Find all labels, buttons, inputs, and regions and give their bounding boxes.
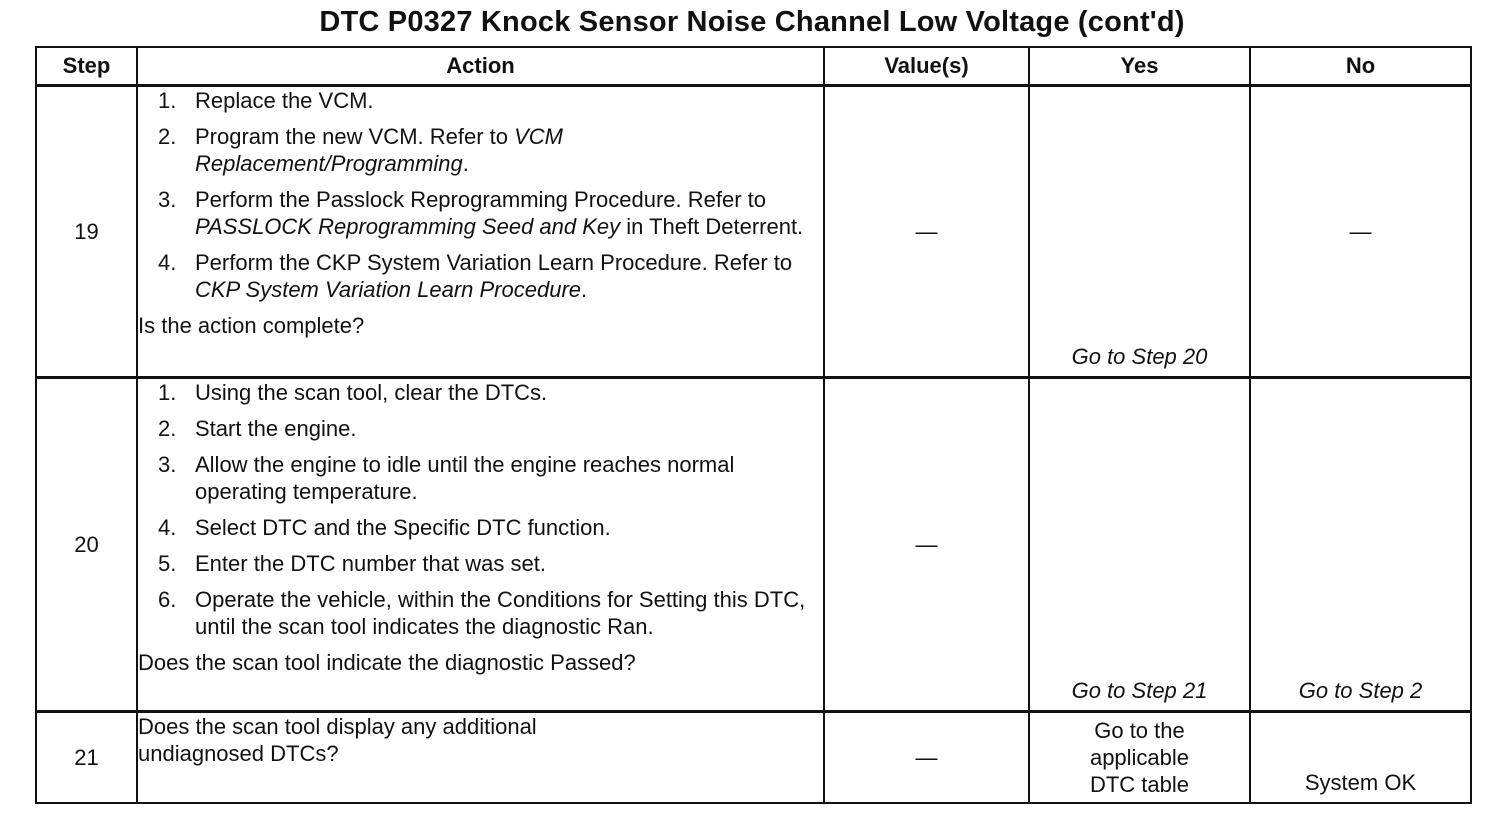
action-question: Is the action complete?: [138, 313, 365, 338]
action-step: 5. Enter the DTC number that was set.: [138, 550, 823, 577]
no-cell: System OK: [1249, 710, 1472, 804]
step-item-text: Select DTC and the Specific DTC function…: [195, 515, 611, 540]
step-item-text: Enter the DTC number that was set.: [195, 551, 546, 576]
step-number: 20: [35, 376, 138, 713]
dtc-table: Step Action Value(s) Yes No 19 1. Replace…: [35, 46, 1472, 804]
step-item-text: Perform the CKP System Variation Learn P…: [195, 250, 793, 275]
step-item-text: Program the new VCM. Refer to: [195, 124, 515, 149]
step-item-number: 2.: [158, 124, 177, 149]
step-item-text: Perform the Passlock Reprogramming Proce…: [195, 187, 767, 212]
step-item-number: 3.: [158, 452, 177, 477]
header-yes: Yes: [1028, 46, 1251, 87]
step-item-number: 3.: [158, 187, 177, 212]
value-cell: —: [823, 84, 1030, 379]
step-item-text: Start the engine.: [195, 416, 357, 441]
no-text: System OK: [1304, 770, 1417, 795]
yes-cell: Go to Step 20: [1028, 84, 1251, 379]
yes-instruction: Go to the applicable DTC table: [1030, 717, 1249, 802]
table-row-step-19: 19 1. Replace the VCM. 2. Program the new …: [35, 84, 1472, 379]
step-item-text: in Theft Deterrent.: [620, 214, 804, 239]
step-item-number: 5.: [158, 551, 177, 576]
step-item-number: 4.: [158, 515, 177, 540]
step-item-text: .: [581, 277, 588, 302]
action-step: 2. Program the new VCM. Refer to VCM Repl…: [138, 123, 823, 177]
action-question: Does the scan tool indicate the diagnost…: [138, 650, 636, 675]
yes-line: applicable: [1089, 745, 1190, 770]
action-step: 2. Start the engine.: [138, 415, 823, 442]
step-item-text: Allow the engine to idle until the engin…: [195, 452, 735, 504]
action-step: 1. Replace the VCM.: [138, 87, 823, 114]
step-number: 19: [35, 84, 138, 379]
no-cell: Go to Step 2: [1249, 376, 1472, 713]
no-cell: —: [1249, 84, 1472, 379]
no-text: —: [1349, 218, 1372, 244]
action-steps: 1. Replace the VCM. 2. Program the new VCM…: [138, 87, 823, 303]
action-cell: Does the scan tool display any additiona…: [136, 710, 825, 804]
value-cell: —: [823, 710, 1030, 804]
action-step: 3. Perform the Passlock Reprogramming Pro…: [138, 186, 823, 240]
step-item-text: Operate the vehicle, within the Conditio…: [195, 587, 806, 639]
header-no: No: [1249, 46, 1472, 87]
step-item-number: 6.: [158, 587, 177, 612]
action-steps: 1. Using the scan tool, clear the DTCs. 2…: [138, 379, 823, 640]
yes-goto-link: Go to Step 21: [1071, 678, 1208, 703]
header-values: Value(s): [823, 46, 1030, 87]
action-step: 3. Allow the engine to idle until the eng…: [138, 451, 823, 505]
value-text: —: [915, 218, 938, 244]
yes-goto-link: Go to Step 20: [1071, 344, 1208, 369]
action-question: Does the scan tool display any additiona…: [138, 714, 537, 766]
reference-link-text: CKP System Variation Learn Procedure: [195, 277, 581, 302]
step-item-number: 1.: [158, 88, 177, 113]
action-cell: 1. Using the scan tool, clear the DTCs. 2…: [136, 376, 825, 713]
step-item-number: 4.: [158, 250, 177, 275]
step-item-text: Using the scan tool, clear the DTCs.: [195, 380, 548, 405]
step-item-number: 2.: [158, 416, 177, 441]
yes-cell: Go to the applicable DTC table: [1028, 710, 1251, 804]
no-goto-link: Go to Step 2: [1298, 678, 1423, 703]
action-step: 4. Select DTC and the Specific DTC functi…: [138, 514, 823, 541]
value-text: —: [915, 531, 938, 557]
yes-cell: Go to Step 21: [1028, 376, 1251, 713]
action-cell: 1. Replace the VCM. 2. Program the new VCM…: [136, 84, 825, 379]
step-number: 21: [35, 710, 138, 804]
value-text: —: [915, 744, 938, 770]
reference-link-text: PASSLOCK Reprogramming Seed and Key: [195, 214, 621, 239]
reference-link-text: VCM Replacement/Programming: [195, 124, 564, 176]
header-action: Action: [136, 46, 825, 87]
page-title: DTC P0327 Knock Sensor Noise Channel Low…: [319, 6, 1185, 38]
table-row-step-21: 21 Does the scan tool display any additi…: [35, 710, 1472, 804]
step-item-number: 1.: [158, 380, 177, 405]
action-step: 1. Using the scan tool, clear the DTCs.: [138, 379, 823, 406]
yes-line: DTC table: [1089, 772, 1190, 797]
table-row-step-20: 20 1. Using the scan tool, clear the DTCs…: [35, 376, 1472, 713]
value-cell: —: [823, 376, 1030, 713]
action-step: 4. Perform the CKP System Variation Learn…: [138, 249, 823, 303]
step-item-text: Replace the VCM.: [195, 88, 374, 113]
table-header-row: Step Action Value(s) Yes No: [35, 46, 1472, 87]
action-step: 6. Operate the vehicle, within the Condit…: [138, 586, 823, 640]
header-step: Step: [35, 46, 138, 87]
step-item-text: .: [462, 151, 469, 176]
yes-line: Go to the: [1094, 718, 1185, 743]
